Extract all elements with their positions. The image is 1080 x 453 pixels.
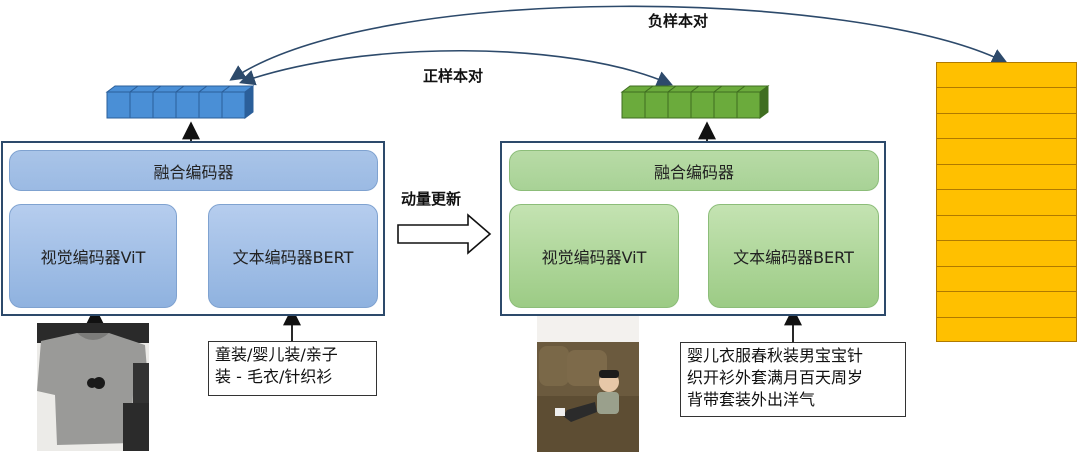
- right-input-text-line: 婴儿衣服春秋装男宝宝针: [687, 346, 864, 365]
- right-input-text-line: 织开衫外套满月百天周岁: [687, 368, 864, 387]
- right-visual-encoder: 视觉编码器ViT: [509, 204, 679, 308]
- embedding-cell: [713, 91, 738, 119]
- embedding-cell: [106, 91, 131, 119]
- queue-cell: [937, 114, 1076, 140]
- positive-pair-arc: [238, 49, 673, 87]
- negative-pair-label: 负样本对: [648, 12, 709, 30]
- left-input-text: 童装/婴儿装/亲子 装 - 毛衣/针织衫: [208, 341, 377, 396]
- negative-pair-arc: [229, 5, 1008, 81]
- embedding-cell: [621, 91, 646, 119]
- left-fusion-encoder-label: 融合编码器: [153, 162, 234, 182]
- right-input-text: 婴儿衣服春秋装男宝宝针 织开衫外套满月百天周岁 背带套装外出洋气: [680, 342, 906, 417]
- queue-cell: [937, 190, 1076, 216]
- embedding-cell: [736, 91, 761, 119]
- queue-cell: [937, 216, 1076, 242]
- left-embedding-vector: [105, 85, 255, 119]
- queue-cell: [937, 63, 1076, 89]
- queue-cell: [937, 292, 1076, 318]
- right-text-encoder-label: 文本编码器BERT: [733, 248, 854, 267]
- left-visual-encoder-label: 视觉编码器ViT: [40, 248, 146, 267]
- embedding-cell: [644, 91, 669, 119]
- embedding-side: [244, 85, 254, 119]
- queue-cell: [937, 267, 1076, 293]
- right-text-encoder: 文本编码器BERT: [708, 204, 879, 308]
- embedding-cell: [221, 91, 246, 119]
- embedding-side: [759, 85, 769, 119]
- right-visual-encoder-label: 视觉编码器ViT: [541, 248, 647, 267]
- queue-cell: [937, 241, 1076, 267]
- right-fusion-encoder: 融合编码器: [509, 150, 879, 191]
- left-fusion-encoder: 融合编码器: [9, 150, 378, 191]
- embedding-cell: [690, 91, 715, 119]
- right-fusion-encoder-label: 融合编码器: [653, 162, 734, 182]
- embedding-cell: [175, 91, 200, 119]
- embedding-cell: [198, 91, 223, 119]
- embedding-cell: [152, 91, 177, 119]
- right-embedding-vector: [620, 85, 770, 119]
- right-input-text-line: 背带套装外出洋气: [687, 390, 816, 409]
- right-model-panel: 融合编码器 视觉编码器ViT 文本编码器BERT: [500, 141, 886, 316]
- embedding-cell: [667, 91, 692, 119]
- queue-cell: [937, 165, 1076, 191]
- left-visual-encoder: 视觉编码器ViT: [9, 204, 177, 308]
- left-input-text-line: 童装/婴儿装/亲子: [215, 345, 338, 364]
- momentum-update-label: 动量更新: [401, 190, 462, 208]
- right-input-image-baby: [537, 316, 639, 452]
- left-input-text-line: 装 - 毛衣/针织衫: [215, 367, 333, 386]
- left-model-panel: 融合编码器 视觉编码器ViT 文本编码器BERT: [1, 141, 385, 316]
- momentum-update-arrow: [397, 213, 492, 255]
- left-text-encoder-label: 文本编码器BERT: [232, 248, 354, 267]
- left-input-image-sweater: [37, 323, 149, 451]
- queue-cell: [937, 139, 1076, 165]
- queue-cell: [937, 88, 1076, 114]
- positive-pair-label: 正样本对: [423, 67, 484, 85]
- embedding-cell: [129, 91, 154, 119]
- negative-sample-queue: [936, 62, 1077, 342]
- left-text-encoder: 文本编码器BERT: [208, 204, 378, 308]
